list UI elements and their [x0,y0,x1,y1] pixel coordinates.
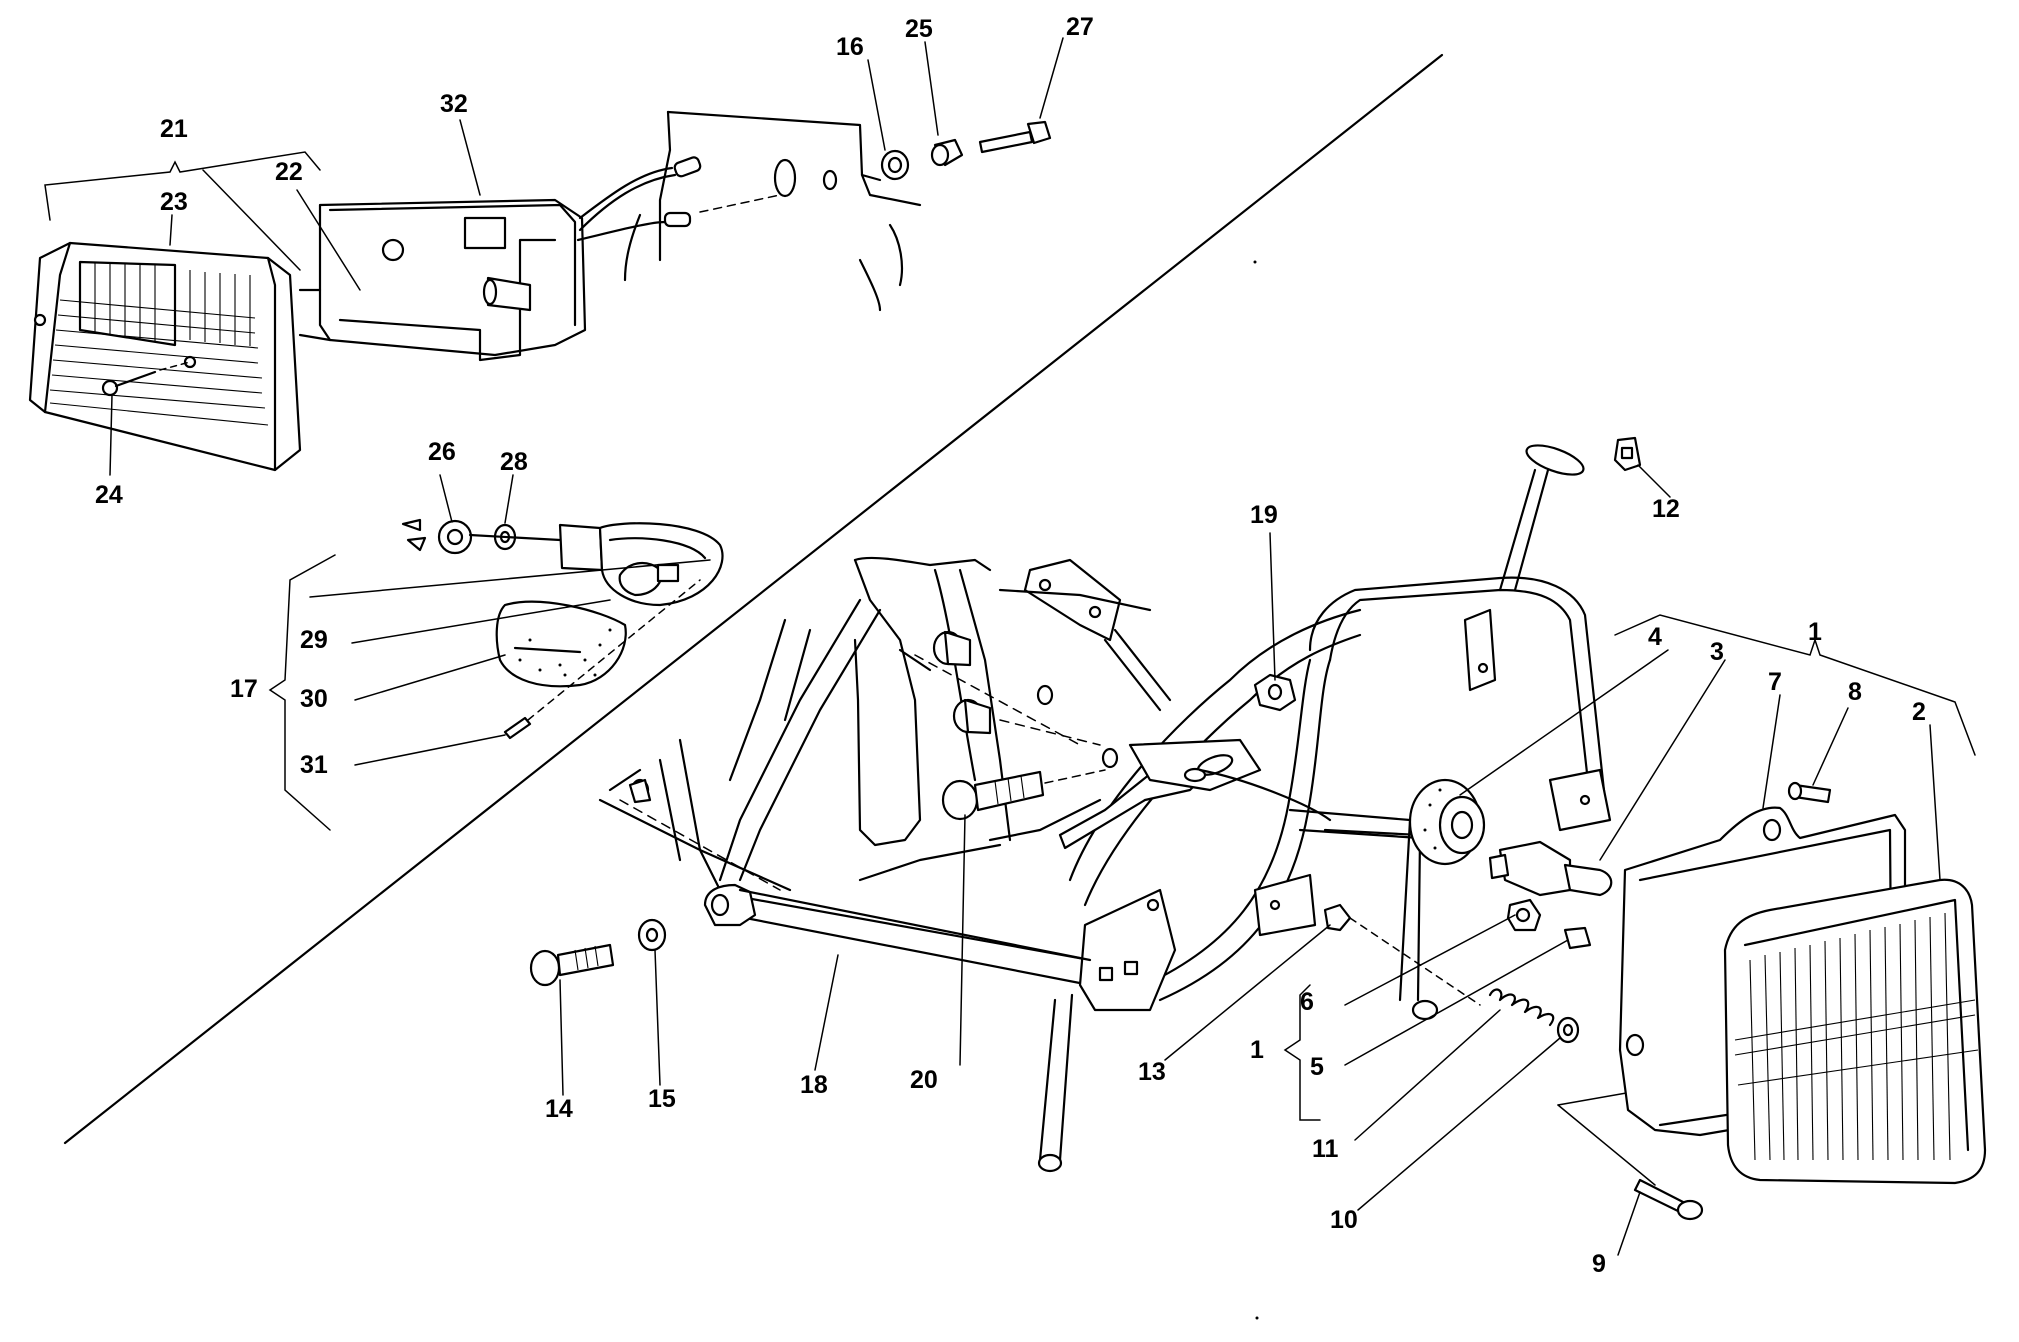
nut-10 [1556,1016,1580,1044]
callout-25: 25 [905,15,933,43]
support-rod-18 [703,883,1092,962]
callout-22: 22 [275,158,303,186]
callout-6: 6 [1300,988,1314,1016]
bulb-socket-6 [1506,898,1542,932]
tail-light-housing [298,198,587,362]
callout-30: 30 [300,685,328,713]
adjust-spring-11 [1488,988,1555,1027]
callout-24: 24 [95,481,123,509]
callout-10: 10 [1330,1206,1358,1234]
scan-dot [1253,260,1257,264]
clip-12 [1613,436,1642,472]
callout-23: 23 [160,188,188,216]
callout-21: 21 [160,115,188,143]
screw-9 [1557,1079,1704,1221]
bolt-27 [978,120,1052,154]
bolt-20 [941,769,1106,821]
bolt-8 [1787,781,1832,804]
tail-light-lens [28,241,302,472]
tail-light-assembly [28,110,1052,472]
callout-19: 19 [1250,501,1278,529]
callout-3: 3 [1710,638,1724,666]
callout-5: 5 [1310,1053,1324,1081]
nut-19 [1253,673,1297,712]
callout-4: 4 [1648,623,1662,651]
bolt-14 [529,943,615,987]
callout-15: 15 [648,1085,676,1113]
callout-26: 26 [428,438,456,466]
callout-31: 31 [300,751,328,779]
tail-light-wires [576,156,781,242]
spacer-25 [930,138,964,167]
callout-labels: 21 23 22 32 24 16 25 27 26 28 29 17 30 3… [95,13,1926,1278]
rubber-boot-4 [1408,778,1486,866]
callout-20: 20 [910,1066,938,1094]
headlight-lens-2 [1723,878,1987,1185]
callout-8: 8 [1848,678,1862,706]
leader-lines [44,37,1976,1256]
callout-1: 1 [1808,618,1822,646]
motorcycle-frame-section [598,556,1422,892]
screw-31 [503,579,701,740]
callout-1b: 1 [1250,1036,1264,1064]
headlight-bulb-3 [1488,840,1613,897]
callout-17: 17 [230,675,258,703]
callout-12: 12 [1652,495,1680,523]
callout-32: 32 [440,90,468,118]
callout-7: 7 [1768,668,1782,696]
screw-24 [101,361,191,397]
pilot-bulb-5 [1563,926,1592,950]
wing-nut-26 [401,518,473,555]
callout-13: 13 [1138,1058,1166,1086]
section-divider-line [63,53,1444,1145]
rear-mounting-bracket [623,110,922,312]
callout-27: 27 [1066,13,1094,41]
callout-9: 9 [1592,1250,1606,1278]
callout-11: 11 [1312,1135,1339,1163]
callout-14: 14 [545,1095,573,1123]
callout-29: 29 [300,626,328,654]
washer-15 [637,918,667,952]
nut-13 [1323,903,1481,1006]
turn-signal-assembly [401,518,724,740]
callout-18: 18 [800,1071,828,1099]
callout-16: 16 [836,33,864,61]
callout-28: 28 [500,448,528,476]
grommet-16 [880,149,910,181]
turn-signal-lens [495,600,627,688]
scan-dot [1255,1316,1259,1320]
headlight-assembly [1408,778,1987,1221]
turn-signal-bulb [618,562,680,597]
callout-2: 2 [1912,698,1926,726]
